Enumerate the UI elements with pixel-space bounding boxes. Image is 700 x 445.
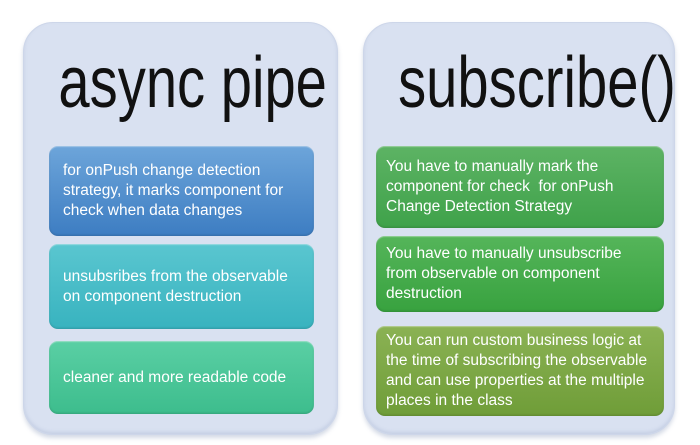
point-card-custom-logic: You can run custom business logic at the… bbox=[376, 326, 664, 416]
panel-title-subscribe: subscribe() bbox=[398, 43, 676, 123]
point-card-readable-code: cleaner and more readable code bbox=[49, 341, 314, 414]
panel-async-pipe: async pipe for onPush change detection s… bbox=[23, 22, 338, 435]
point-card-unsubscribe: unsubsribes from the observable on compo… bbox=[49, 244, 314, 329]
card-text: You can run custom business logic at the… bbox=[386, 332, 652, 409]
point-card-change-detection: for onPush change detection strategy, it… bbox=[49, 146, 314, 236]
card-text: cleaner and more readable code bbox=[63, 368, 287, 386]
card-text: You have to manually mark the component … bbox=[386, 158, 618, 215]
panel-subscribe: subscribe() You have to manually mark th… bbox=[363, 22, 676, 435]
card-text: for onPush change detection strategy, it… bbox=[63, 162, 288, 219]
card-text: You have to manually unsubscribe from ob… bbox=[386, 245, 626, 302]
panel-title-async-pipe: async pipe bbox=[58, 43, 327, 123]
card-text: unsubsribes from the observable on compo… bbox=[63, 267, 293, 305]
point-card-manual-unsubscribe: You have to manually unsubscribe from ob… bbox=[376, 236, 664, 312]
point-card-manual-mark: You have to manually mark the component … bbox=[376, 146, 664, 228]
